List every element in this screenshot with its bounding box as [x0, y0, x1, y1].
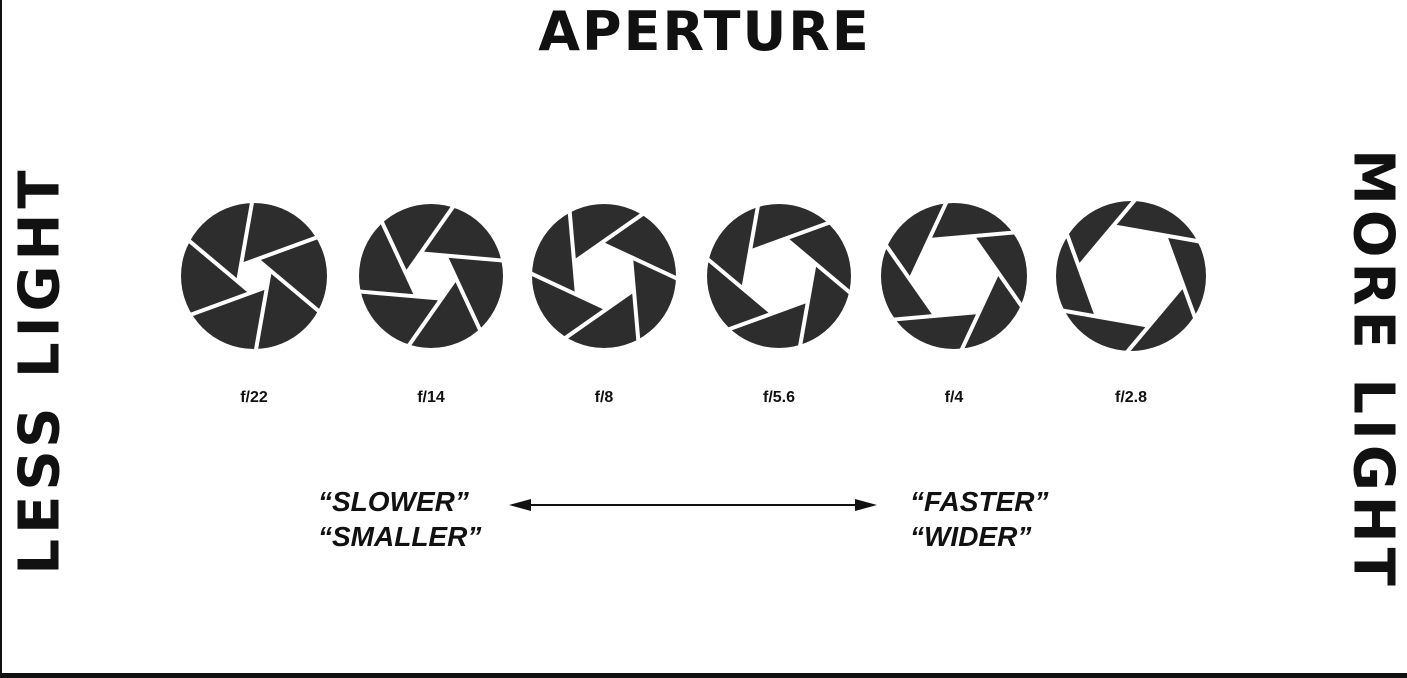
double-arrow-icon	[509, 499, 877, 511]
blade-gap	[749, 220, 832, 254]
blade-gap	[784, 237, 854, 296]
aperture-icon	[528, 204, 680, 348]
blade-gap	[405, 277, 458, 349]
blade-gap	[970, 234, 1025, 310]
aperture-stop-f5-6: f/5.6	[699, 196, 859, 406]
blade-gap	[255, 257, 322, 315]
blade-gap	[240, 234, 320, 267]
blade-gap	[883, 242, 938, 318]
blade-gap	[704, 256, 774, 315]
blade-gap	[726, 298, 809, 332]
blade-gap	[600, 241, 680, 282]
aperture-icon	[1056, 196, 1206, 356]
f-stop-label: f/2.8	[1114, 389, 1147, 406]
diagram-title: APERTURE	[538, 0, 871, 63]
blade-gap	[797, 262, 817, 349]
blade-gap	[186, 237, 253, 295]
blade-gap	[1163, 234, 1198, 321]
aperture-stop-f14: f/14	[351, 196, 511, 406]
blade-gap	[891, 310, 980, 322]
blade-gap	[1060, 308, 1150, 328]
blade-gap	[379, 219, 419, 298]
blade-gap	[357, 289, 442, 301]
iris-opening	[743, 238, 815, 314]
f-stop-label: f/8	[594, 389, 614, 406]
fast-wide-caption: “FASTER” “WIDER”	[910, 484, 1048, 554]
blade-gap	[1112, 224, 1202, 244]
f-stop-label: f/14	[417, 389, 445, 406]
blade-gap	[253, 269, 272, 353]
blade-gap	[1077, 196, 1138, 269]
blade-gap	[404, 203, 457, 275]
f-stop-label: f/4	[944, 389, 964, 406]
aperture-icon	[704, 203, 854, 349]
aperture-icon	[357, 203, 505, 349]
blade-gap	[562, 288, 636, 341]
blade-gap	[236, 199, 255, 283]
f-stop-label: f/5.6	[762, 389, 795, 406]
blade-gap	[741, 203, 761, 290]
blade-gap	[958, 271, 1000, 353]
blade-gap	[188, 285, 268, 318]
iris-opening	[574, 243, 634, 309]
blade-gap	[567, 209, 579, 296]
blade-gap	[420, 251, 505, 263]
f-stop-label: f/22	[240, 389, 268, 406]
blade-gap	[572, 211, 646, 264]
caption-line: “WIDER”	[910, 521, 1032, 552]
aperture-stop-f4: f/4	[874, 196, 1034, 406]
blade-gap	[908, 199, 950, 281]
blade-gap	[1124, 283, 1185, 356]
iris-opening	[406, 253, 456, 299]
aperture-stop-f2-8: f/2.8	[1051, 196, 1211, 406]
caption-line: “FASTER”	[910, 486, 1049, 517]
blade-gap	[528, 270, 608, 311]
slow-small-caption: “SLOWER” “SMALLER”	[318, 484, 481, 554]
aperture-icon	[181, 199, 327, 353]
blade-gap	[928, 230, 1017, 242]
blade-gap	[629, 256, 641, 343]
caption-line: “SMALLER”	[318, 521, 482, 552]
iris-opening	[910, 236, 998, 316]
blade-gap	[443, 254, 483, 333]
aperture-stop-f22: f/22	[174, 196, 334, 406]
less-light-label: LESS LIGHT	[7, 165, 73, 575]
aperture-icon	[881, 199, 1027, 353]
more-light-label: MORE LIGHT	[1340, 149, 1406, 591]
caption-line: “SLOWER”	[318, 486, 469, 517]
iris-opening	[1078, 226, 1184, 326]
blade-gap	[1064, 231, 1099, 318]
aperture-stop-f8: f/8	[524, 196, 684, 406]
iris-opening	[238, 259, 270, 293]
